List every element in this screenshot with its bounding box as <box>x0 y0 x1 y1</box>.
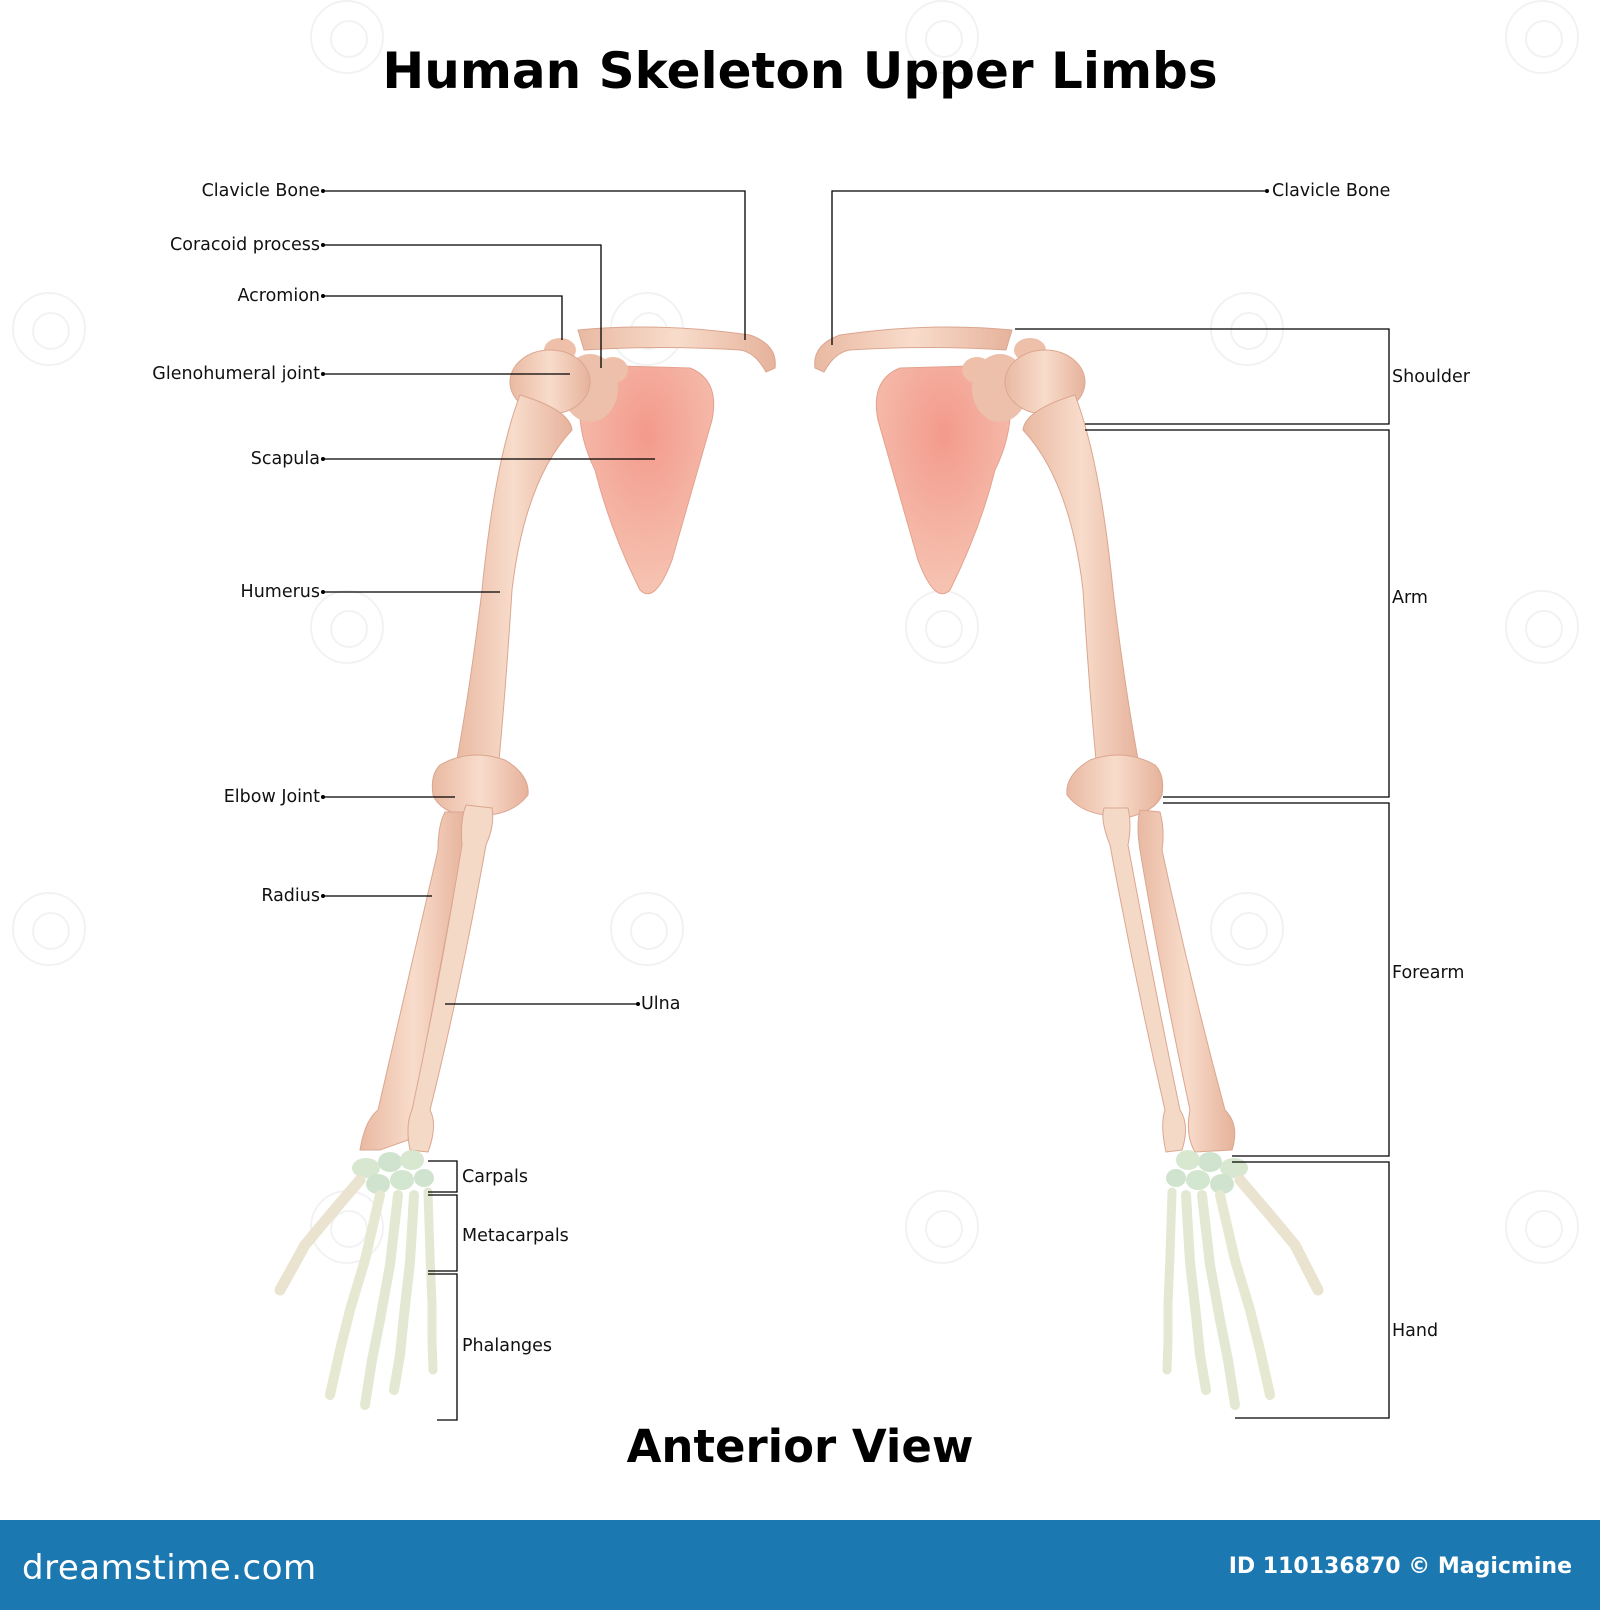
label-arm: Arm <box>1392 588 1428 608</box>
label-clavicle-right: Clavicle Bone <box>1272 181 1391 201</box>
label-acromion: Acromion <box>237 286 320 306</box>
label-radius: Radius <box>261 886 320 906</box>
watermark-swirl <box>1505 1190 1579 1264</box>
watermark-swirl <box>1505 0 1579 74</box>
skeleton-diagram <box>274 189 1390 1421</box>
watermark-swirl <box>1210 892 1284 966</box>
left-fingers <box>274 1174 438 1410</box>
right-scapula <box>875 364 1012 595</box>
footer-brand-logo: dreamstime.com <box>22 1548 317 1588</box>
left-carpals <box>352 1150 434 1194</box>
right-humerus <box>1022 394 1141 771</box>
leader-acromion <box>323 295 563 340</box>
label-shoulder: Shoulder <box>1392 367 1470 387</box>
view-subtitle: Anterior View <box>626 1420 974 1473</box>
right-elbow <box>1066 754 1164 819</box>
left-ulna <box>407 804 494 1153</box>
watermark-swirl <box>310 0 384 74</box>
right-carpals <box>1166 1150 1248 1194</box>
diagram-title: Human Skeleton Upper Limbs <box>382 42 1218 100</box>
footer-image-id: ID 110136870 © Magicmine <box>1228 1554 1572 1579</box>
right-radius <box>1137 809 1236 1153</box>
watermark-swirl <box>310 590 384 664</box>
bracket-carpals <box>428 1160 458 1193</box>
bracket-arm <box>1085 429 1390 798</box>
leader-coracoid <box>323 244 602 368</box>
watermark-swirl <box>12 892 86 966</box>
label-clavicle: Clavicle Bone <box>201 181 320 201</box>
left-scapula <box>578 364 715 595</box>
left-clavicle <box>577 326 776 373</box>
label-phalanges: Phalanges <box>462 1336 553 1356</box>
watermark-swirl <box>1505 590 1579 664</box>
left-elbow <box>431 754 529 819</box>
leader-dots <box>321 189 1269 1006</box>
left-leader-lines <box>323 190 746 1421</box>
label-forearm: Forearm <box>1392 963 1465 983</box>
footer-bar: dreamstime.com ID 110136870 © Magicmine <box>0 1520 1600 1610</box>
watermark-swirl <box>905 1190 979 1264</box>
label-ulna: Ulna <box>641 994 681 1014</box>
watermark-swirl <box>12 292 86 366</box>
leader-clavicle <box>323 190 746 340</box>
watermark-swirl <box>905 0 979 74</box>
bracket-metacarpals <box>428 1194 458 1272</box>
bracket-shoulder <box>1015 328 1390 425</box>
right-ulna <box>1102 807 1186 1153</box>
bracket-hand <box>1232 1161 1390 1419</box>
bracket-phalanges <box>428 1273 458 1421</box>
label-coracoid: Coracoid process <box>170 235 320 255</box>
right-limb <box>814 326 1324 1410</box>
label-hand: Hand <box>1392 1321 1439 1341</box>
right-fingers <box>1162 1174 1324 1410</box>
label-metacarpals: Metacarpals <box>462 1226 569 1246</box>
label-humerus: Humerus <box>240 582 320 602</box>
left-limb <box>274 326 776 1410</box>
right-leader-lines <box>831 190 1390 1419</box>
bracket-forearm <box>1163 802 1390 1157</box>
leader-clavicle-right <box>831 190 1267 345</box>
label-carpals: Carpals <box>462 1167 528 1187</box>
watermark-swirl <box>610 892 684 966</box>
left-humerus <box>454 394 573 771</box>
label-glenohumeral: Glenohumeral joint <box>152 364 320 384</box>
label-scapula: Scapula <box>250 449 320 469</box>
label-elbow: Elbow Joint <box>223 787 320 807</box>
right-clavicle <box>814 326 1013 373</box>
